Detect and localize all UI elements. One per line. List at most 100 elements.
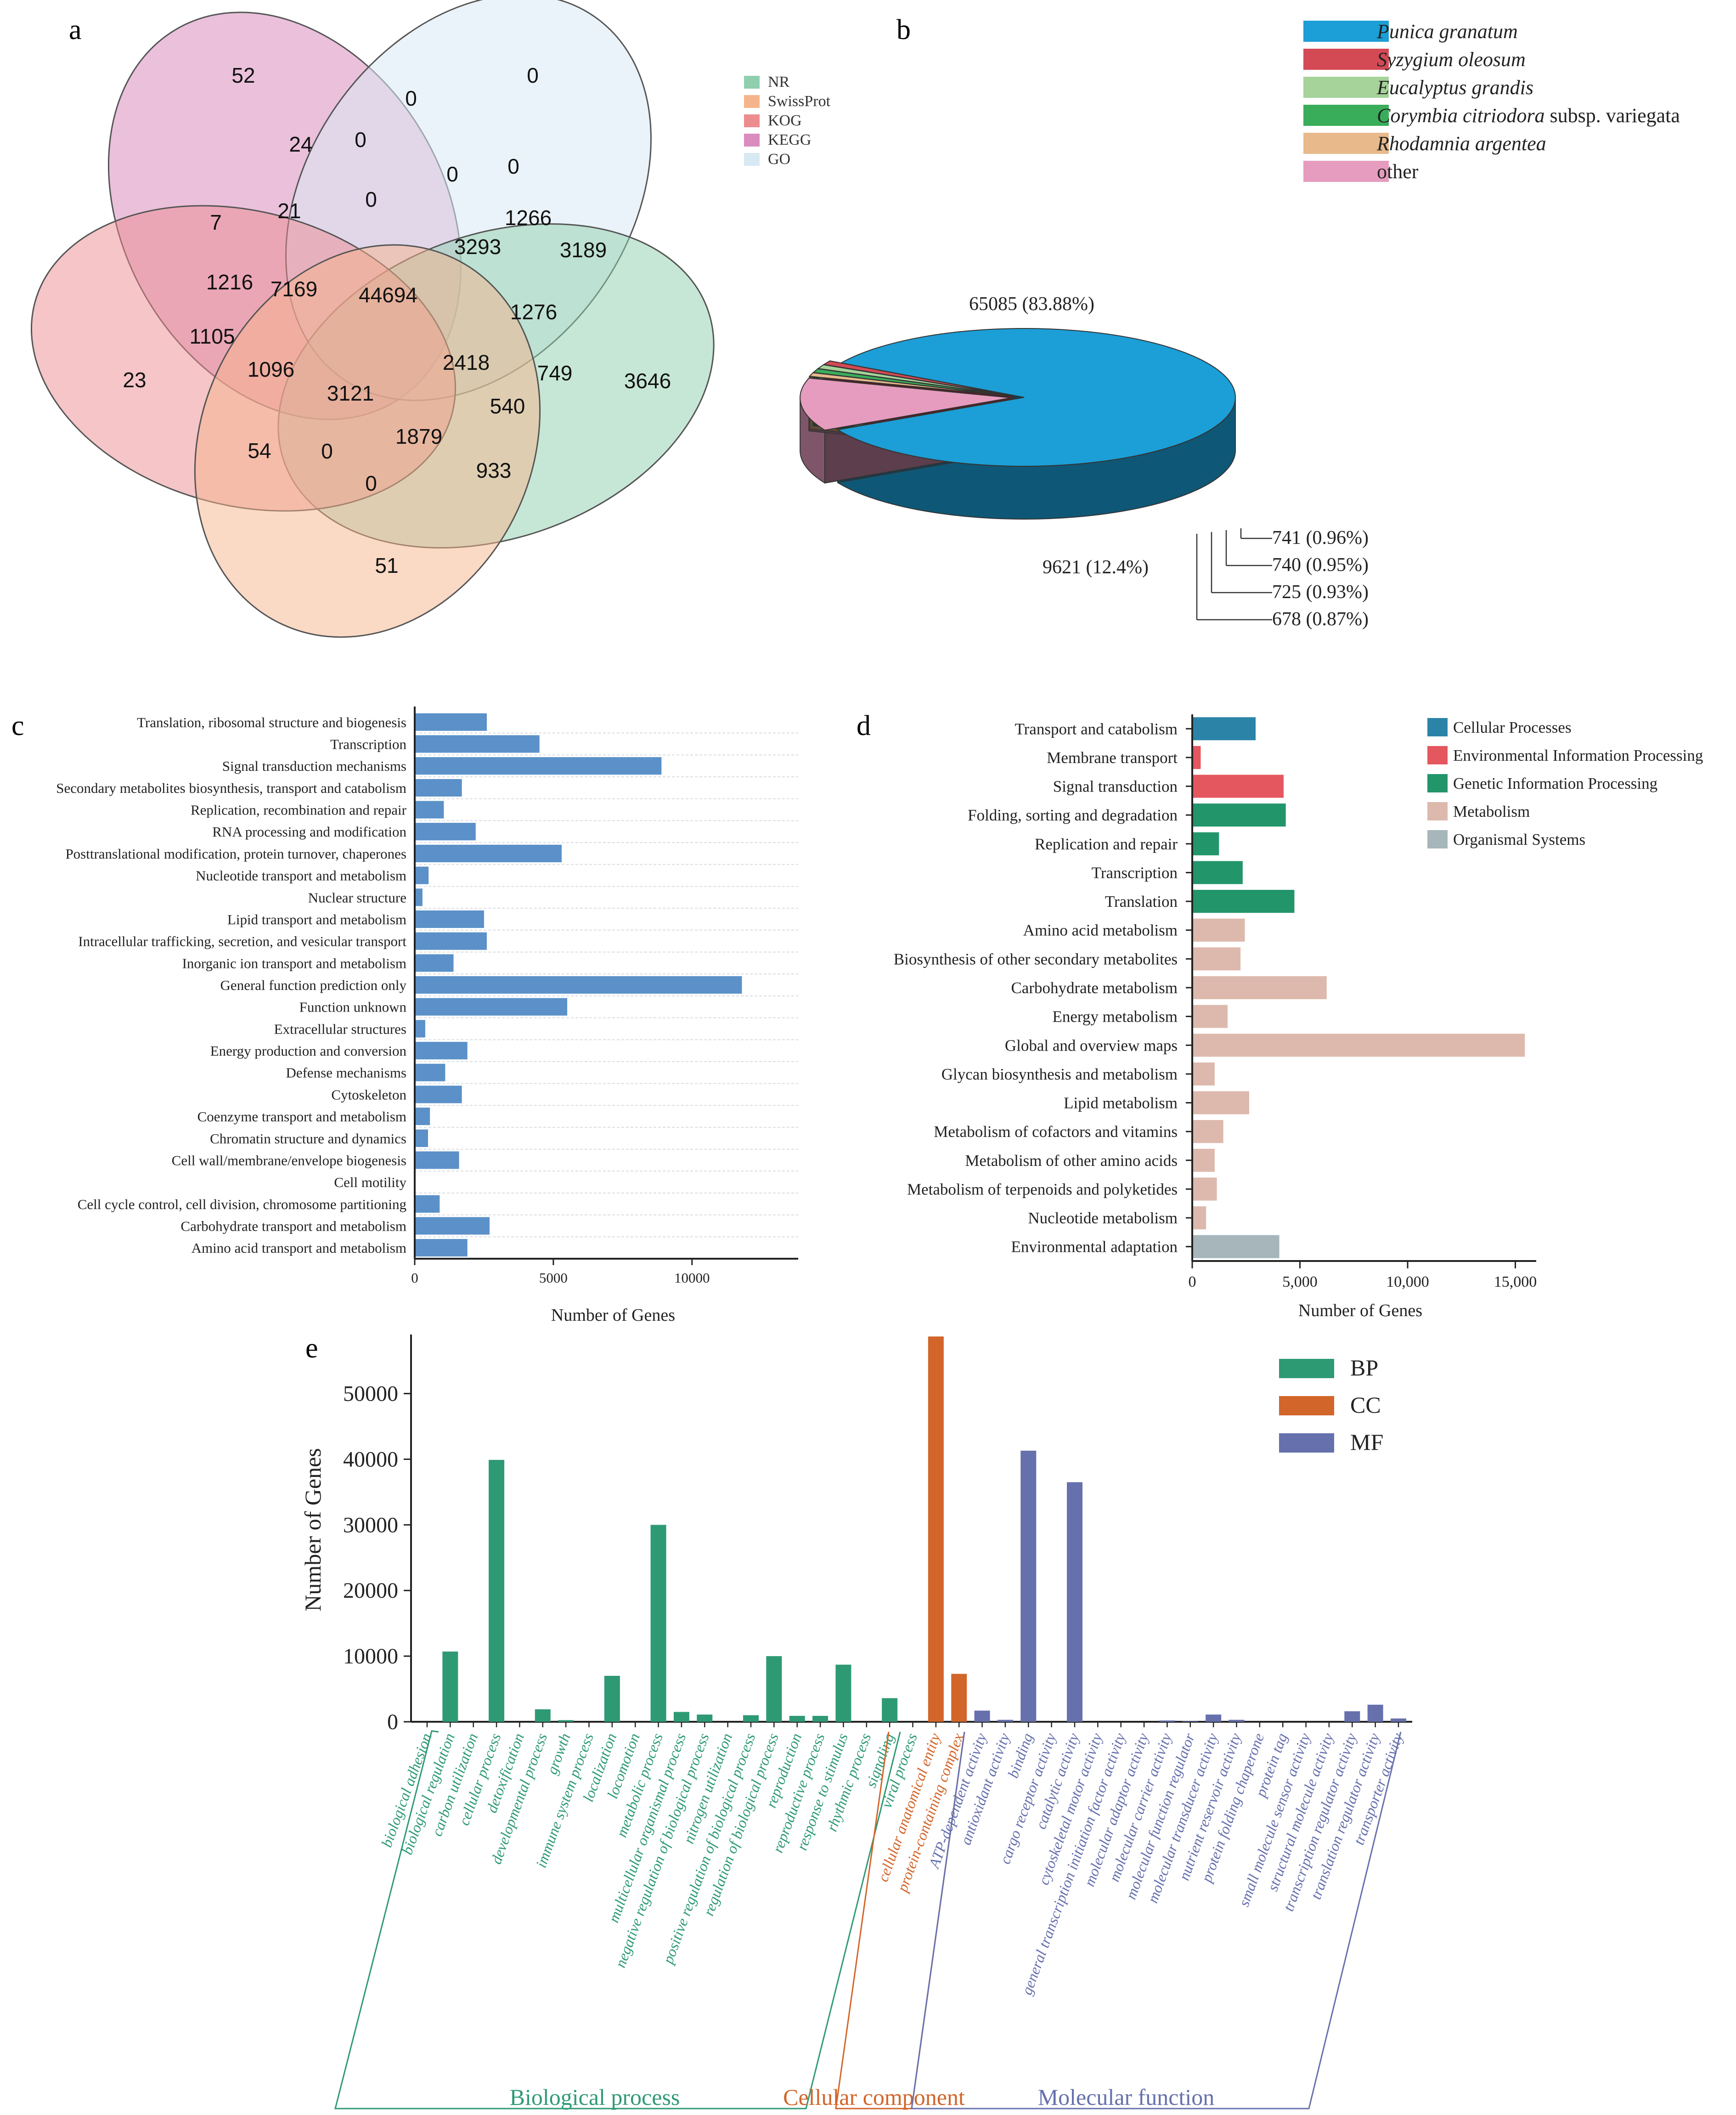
pie-legend-label: Eucalyptus grandis — [1376, 76, 1533, 99]
group-bracket — [334, 1730, 901, 2109]
x-tick-label: 10000 — [674, 1270, 710, 1286]
venn-count: 0 — [321, 439, 333, 463]
bar — [1193, 947, 1241, 971]
bar — [1193, 1206, 1206, 1230]
y-tick-label: 30000 — [343, 1513, 398, 1537]
venn-count: 7 — [210, 210, 222, 234]
bar — [415, 779, 462, 797]
venn-count: 0 — [446, 162, 458, 186]
bar — [1367, 1704, 1383, 1722]
venn-count: 0 — [365, 187, 377, 211]
bar — [415, 844, 562, 862]
venn-count: 0 — [507, 154, 519, 178]
category-label: Lipid metabolism — [1064, 1094, 1178, 1112]
x-tick-label: 15,000 — [1494, 1273, 1537, 1290]
legend-swatch — [1427, 830, 1448, 848]
bar — [415, 1063, 445, 1081]
bar — [1391, 1718, 1406, 1722]
legend-swatch — [1427, 774, 1448, 792]
pie-legend-swatch — [1303, 21, 1389, 42]
bar — [415, 1151, 459, 1169]
category-label: Signal transduction — [1053, 778, 1178, 796]
bar — [415, 757, 662, 775]
category-label: Amino acid metabolism — [1023, 922, 1178, 939]
pie-legend-label: Syzygium oleosum — [1377, 48, 1526, 71]
venn-count: 933 — [476, 458, 512, 482]
legend-swatch — [1279, 1396, 1334, 1415]
bar — [1229, 1719, 1245, 1722]
pie-legend-label: Rhodamnia argentea — [1376, 132, 1546, 155]
bar — [1193, 1235, 1279, 1258]
x-tick-label: 5000 — [539, 1270, 568, 1286]
x-axis-title: Number of Genes — [551, 1306, 675, 1325]
venn-legend-swatch — [744, 95, 760, 108]
venn-count: 3189 — [560, 238, 607, 262]
bar — [415, 932, 487, 950]
category-label: Signal transduction mechanisms — [222, 758, 406, 774]
venn-count: 1879 — [395, 424, 442, 448]
legend-swatch — [1427, 718, 1448, 736]
category-label: Translation — [1105, 893, 1178, 910]
y-tick-label: 50000 — [343, 1382, 398, 1406]
panel-label-c: c — [11, 710, 24, 741]
bar — [766, 1656, 782, 1722]
category-label: Replication, recombination and repair — [191, 802, 407, 818]
bar — [1193, 832, 1219, 855]
bar — [882, 1698, 898, 1722]
bar — [812, 1716, 829, 1722]
venn-diagram — [31, 0, 715, 638]
venn-count: 51 — [375, 554, 398, 577]
bar — [951, 1674, 967, 1722]
bar — [974, 1710, 990, 1722]
venn-count: 3293 — [454, 235, 501, 259]
legend-label: BP — [1350, 1355, 1378, 1380]
bar — [1344, 1711, 1360, 1722]
bar — [1193, 976, 1327, 1000]
category-label: Defense mechanisms — [286, 1065, 406, 1081]
bar — [415, 735, 540, 753]
bar — [415, 1020, 425, 1038]
legend-label: MF — [1350, 1429, 1383, 1455]
venn-legend-label: KEGG — [768, 131, 811, 148]
category-label: Function unknown — [299, 999, 407, 1015]
venn-count: 0 — [527, 63, 539, 87]
category-label: Replication and repair — [1035, 835, 1178, 853]
venn-count: 1216 — [206, 270, 253, 294]
venn-count: 1276 — [510, 300, 557, 324]
bar — [415, 866, 429, 884]
legend-label: Genetic Information Processing — [1453, 775, 1657, 792]
category-label: Cell cycle control, cell division, chrom… — [78, 1196, 406, 1212]
pie-legend-swatch — [1303, 161, 1389, 182]
bar — [1206, 1714, 1222, 1722]
bar — [415, 1129, 428, 1147]
legend-swatch — [1279, 1359, 1334, 1378]
bar — [558, 1720, 574, 1722]
category-label: Carbohydrate transport and metabolism — [180, 1218, 406, 1234]
category-label: Energy production and conversion — [210, 1043, 407, 1059]
category-label: Global and overview maps — [1005, 1036, 1178, 1054]
category-label: Secondary metabolites biosynthesis, tran… — [56, 780, 406, 796]
pie-label: 741 (0.96%) — [1272, 527, 1369, 549]
bar — [1193, 803, 1286, 827]
venn-count: 1105 — [190, 324, 235, 348]
bar — [604, 1675, 620, 1722]
legend-swatch — [1427, 746, 1448, 764]
bar — [415, 976, 742, 994]
bar — [415, 998, 568, 1016]
category-label: Energy metabolism — [1053, 1008, 1178, 1026]
venn-legend-swatch — [744, 134, 760, 147]
pie-label: 9621 (12.4%) — [1043, 557, 1149, 578]
category-label: General function prediction only — [220, 977, 407, 993]
legend-label: Organismal Systems — [1453, 831, 1585, 848]
category-label: Extracellular structures — [274, 1021, 406, 1037]
bar — [415, 1195, 440, 1213]
venn-count: 44694 — [359, 283, 417, 307]
pie-legend-label: other — [1377, 160, 1419, 183]
bar — [1193, 918, 1245, 942]
category-label: Transcription — [1092, 864, 1178, 882]
bar — [415, 1108, 430, 1125]
category-label: Amino acid transport and metabolism — [192, 1240, 406, 1256]
